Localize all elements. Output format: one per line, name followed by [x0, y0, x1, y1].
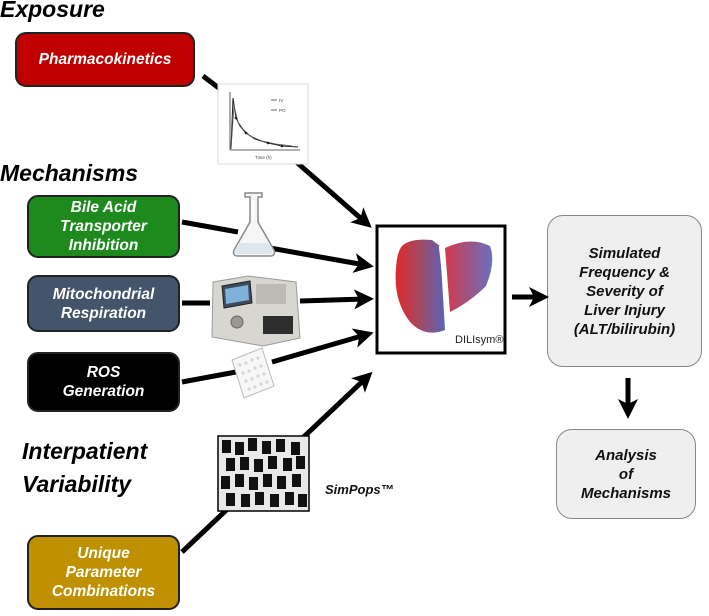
bile-acid-box: Bile Acid Transporter Inhibition: [27, 195, 180, 258]
unique-parameters-box: Unique Parameter Combinations: [27, 535, 180, 610]
unique-params-label-1: Unique: [77, 545, 130, 562]
dilisym-box: DILIsym®: [375, 224, 507, 355]
arrow-ros-plate: [181, 369, 237, 385]
well-plate-icon: [231, 347, 275, 399]
pharmacokinetics-box: Pharmacokinetics: [15, 32, 195, 87]
simulated-line-3: Severity of: [586, 282, 663, 300]
arrow-flask-to-dilisym: [269, 245, 374, 273]
graph-x-axis-label: Time (h): [255, 155, 272, 160]
dilisym-label: DILIsym®: [455, 334, 503, 346]
graph-legend-po: PO: [279, 108, 286, 113]
simulated-line-1: Simulated: [588, 244, 661, 262]
analysis-line-2: of: [618, 465, 634, 483]
ros-label-1: ROS: [86, 364, 121, 381]
bile-acid-label-3: Inhibition: [68, 237, 139, 254]
simulated-line-2: Frequency &: [579, 263, 670, 281]
arrow-instrument-to-dilisym: [299, 289, 374, 310]
pk-curve-graph-icon: IV PO Time (h): [217, 83, 309, 165]
flask-icon: [232, 192, 276, 257]
mitochondrial-box: Mitochondrial Respiration: [27, 275, 180, 332]
simulated-line-5: (ALT/bilirubin): [573, 320, 676, 338]
heading-mechanisms: Mechanisms: [0, 160, 139, 186]
analysis-line-3: Mechanisms: [580, 484, 672, 502]
mitochondrial-label-1: Mitochondrial: [52, 285, 155, 303]
liver-icon: [395, 239, 445, 333]
heading-exposure: Exposure: [0, 0, 105, 22]
arrow-plate-to-dilisym: [271, 328, 374, 365]
population-grid-icon: [217, 435, 310, 512]
heading-interpatient-variability: Interpatient Variability: [22, 435, 147, 501]
unique-params-label-2: Parameter: [65, 564, 142, 581]
mitochondrial-label-2: Respiration: [60, 304, 147, 322]
graph-legend-iv: IV: [279, 98, 283, 103]
heading-interpatient-line1: Interpatient: [22, 438, 148, 464]
arrow-bileacid-flask: [181, 219, 239, 235]
heading-interpatient-line2: Variability: [22, 471, 132, 497]
bile-acid-label-1: Bile Acid: [70, 199, 137, 216]
ros-label-2: Generation: [62, 383, 145, 400]
simulated-frequency-box: Simulated Frequency & Severity of Liver …: [547, 215, 702, 367]
bile-acid-label-2: Transporter: [60, 218, 147, 235]
simpops-label: SimPops™: [325, 482, 394, 497]
pharmacokinetics-label: Pharmacokinetics: [38, 51, 172, 68]
analysis-line-1: Analysis: [595, 446, 657, 464]
simulated-line-4: Liver Injury: [584, 301, 665, 319]
ros-box: ROS Generation: [27, 352, 180, 412]
analysis-of-mechanisms-box: Analysis of Mechanisms: [556, 429, 696, 519]
arrow-graph-to-dilisym: [292, 158, 372, 228]
unique-params-label-3: Combinations: [51, 583, 156, 600]
respirometer-instrument-icon: [211, 275, 301, 347]
